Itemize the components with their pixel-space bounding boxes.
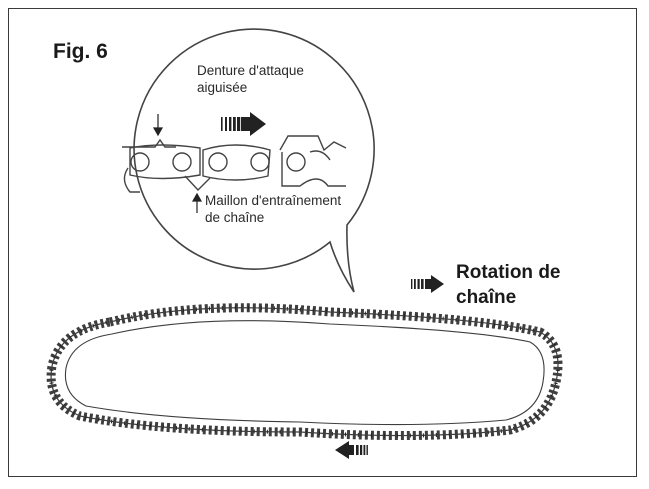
direction-arrow-icon (221, 112, 266, 136)
rotation-label-line1: Rotation de (456, 262, 561, 283)
teeth-label-line2: aiguisée (197, 80, 248, 95)
rotation-arrow-icon (411, 275, 444, 293)
rotation-label: Rotation de chaîne (456, 260, 561, 310)
magnifier-callout-icon (133, 28, 375, 293)
teeth-label: Denture d'attaque aiguisée (197, 62, 304, 96)
figure-title: Fig. 6 (53, 40, 108, 63)
chain-loop-icon (46, 303, 563, 441)
drive-link-label-line2: de chaîne (205, 210, 265, 225)
drive-link-label-line1: Maillon d'entraînement (205, 193, 342, 208)
figure-frame (8, 8, 637, 477)
teeth-label-line1: Denture d'attaque (197, 63, 304, 78)
reverse-arrow-icon (335, 441, 368, 459)
pointer-arrows (152, 114, 203, 213)
magnified-chain (122, 135, 347, 193)
rotation-label-line2: chaîne (456, 287, 517, 308)
drive-link-label: Maillon d'entraînement de chaîne (205, 192, 341, 226)
